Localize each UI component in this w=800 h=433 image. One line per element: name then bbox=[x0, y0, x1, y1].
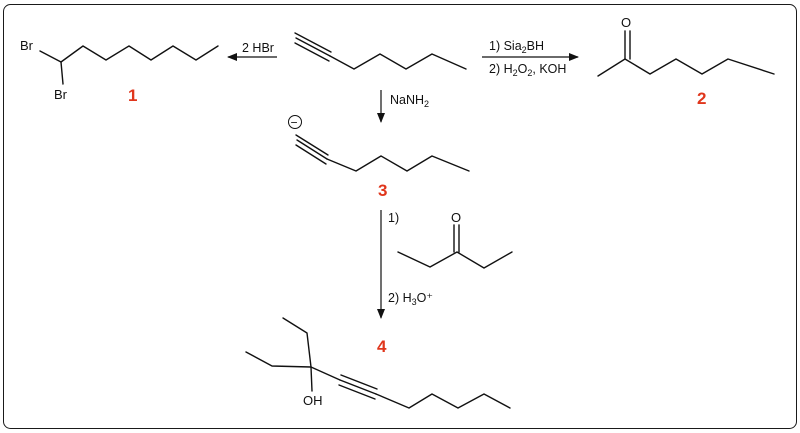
product-2-ketone: O bbox=[597, 15, 775, 77]
compound-label-2: 2 bbox=[697, 89, 706, 108]
starting-alkyne bbox=[294, 32, 467, 70]
bromine-atom-bottom: Br bbox=[54, 87, 68, 102]
product-1-dibromide: Br Br bbox=[20, 38, 219, 102]
reagent-hydroboration-step2: 2) H2O2, KOH bbox=[489, 62, 566, 78]
compound-label-1: 1 bbox=[128, 86, 137, 105]
reagent-addition-step1: 1) bbox=[388, 211, 399, 225]
ketone-oxygen: O bbox=[621, 15, 631, 30]
reagent-addition-step2: 2) H3O⁺ bbox=[388, 291, 433, 307]
product-3-acetylide: − bbox=[288, 115, 470, 172]
scheme-frame bbox=[3, 4, 797, 429]
negative-charge-circle bbox=[288, 115, 302, 129]
reagent-hbr: 2 HBr bbox=[242, 41, 274, 55]
negative-charge-sign: − bbox=[291, 116, 298, 130]
pentanone-oxygen: O bbox=[451, 210, 461, 225]
compound-label-3: 3 bbox=[378, 181, 387, 200]
reagent-nanh2: NaNH2 bbox=[390, 93, 429, 109]
reagent-pentanone: O bbox=[397, 210, 513, 269]
bromine-atom-top: Br bbox=[20, 38, 34, 53]
reagent-hydroboration-step1: 1) Sia2BH bbox=[489, 39, 544, 55]
product-4-alcohol: OH bbox=[245, 317, 511, 409]
compound-label-4: 4 bbox=[377, 337, 387, 356]
hydroxyl-group: OH bbox=[303, 393, 323, 408]
